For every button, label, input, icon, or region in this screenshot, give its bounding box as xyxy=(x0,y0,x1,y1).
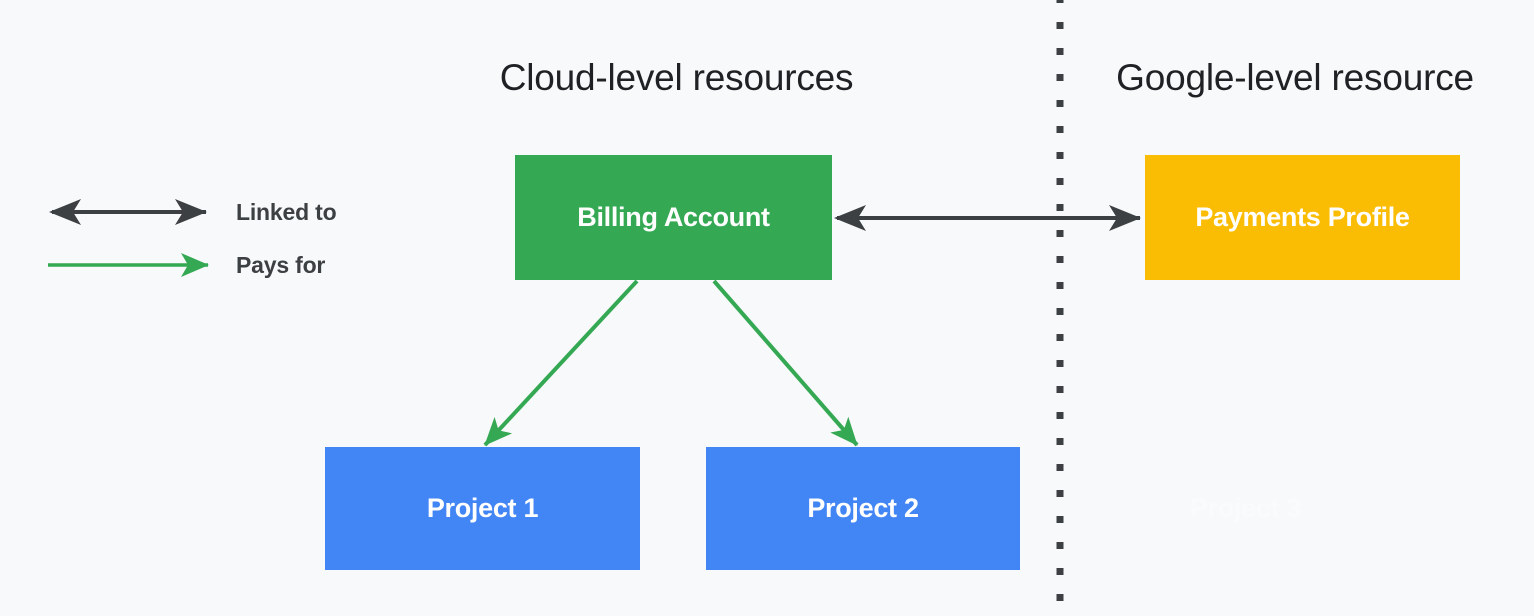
node-project-2[interactable]: Project 2 xyxy=(706,447,1020,570)
section-header-google-level: Google-level resource xyxy=(1116,57,1474,98)
node-label-project-3: Project 3 xyxy=(1189,493,1302,523)
legend-label-linked-to: Linked to xyxy=(236,199,337,225)
legend-label-pays-for: Pays for xyxy=(236,252,326,278)
edge-billing-to-project2 xyxy=(712,279,859,447)
node-payments-profile[interactable]: Payments Profile xyxy=(1145,155,1460,280)
node-project-1[interactable]: Project 1 xyxy=(325,447,640,570)
node-label-project-1: Project 1 xyxy=(426,493,539,523)
node-billing-account[interactable]: Billing Account xyxy=(515,155,832,280)
node-project-3: Project 3 xyxy=(1088,447,1403,570)
edge-billing-to-project1 xyxy=(483,279,639,447)
node-label-billing-account: Billing Account xyxy=(577,202,770,232)
section-header-cloud-level: Cloud-level resources xyxy=(499,57,854,98)
node-label-payments-profile: Payments Profile xyxy=(1195,202,1410,232)
node-label-project-2: Project 2 xyxy=(807,493,919,523)
